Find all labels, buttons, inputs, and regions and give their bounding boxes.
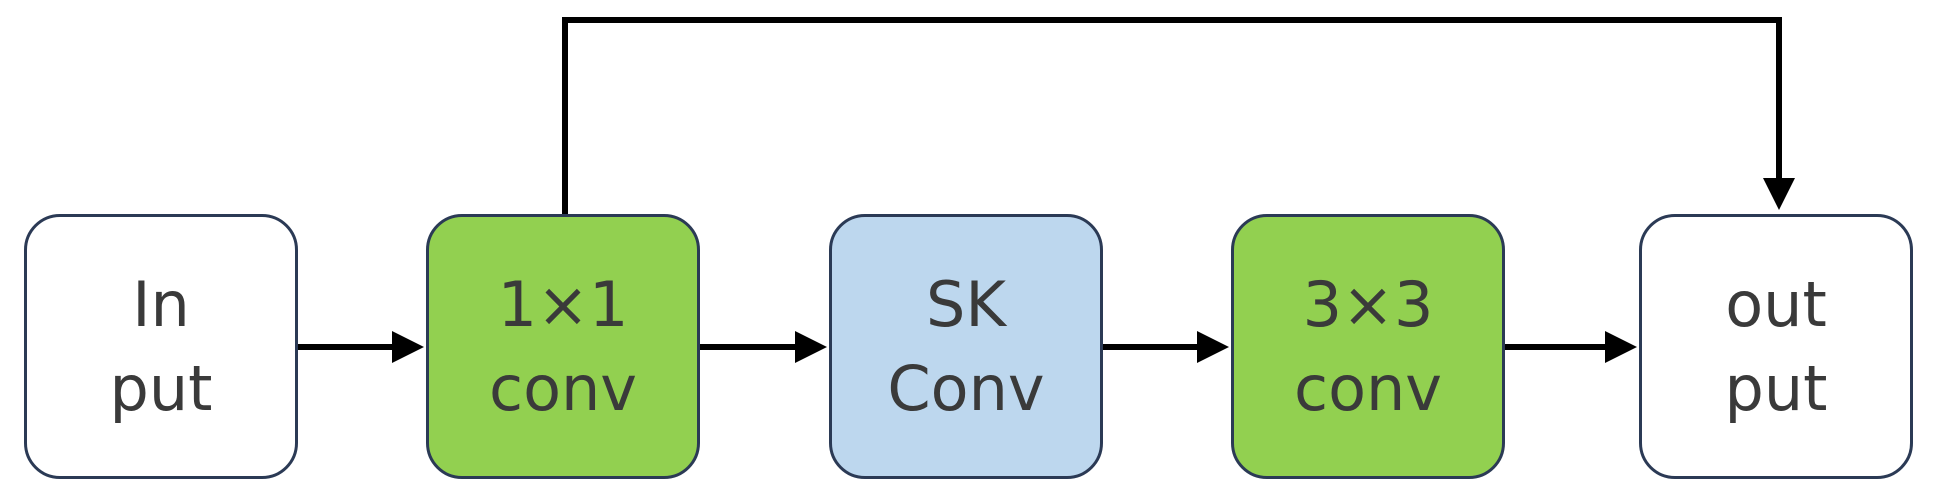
conv-1x1-label-line1: 1×1	[497, 267, 629, 341]
conv-3x3-block: 3×3 conv	[1231, 214, 1505, 479]
arrow-1x1-to-sk	[700, 331, 827, 363]
output-block: out put	[1639, 214, 1913, 479]
conv-1x1-label-line2: conv	[488, 351, 637, 425]
conv-3x3-label-line1: 3×3	[1302, 267, 1434, 341]
output-block-label-line2: put	[1724, 351, 1828, 425]
arrow-input-to-1x1	[298, 331, 424, 363]
input-block: In put	[24, 214, 298, 479]
conv-1x1-block: 1×1 conv	[426, 214, 700, 479]
conv-3x3-label-line2: conv	[1293, 351, 1442, 425]
skip-connection-arrow	[562, 17, 1795, 214]
sk-conv-label-line2: Conv	[887, 351, 1045, 425]
arrow-sk-to-3x3	[1103, 331, 1229, 363]
sk-conv-label-line1: SK	[925, 267, 1006, 341]
sk-conv-block: SK Conv	[829, 214, 1103, 479]
input-block-label-line1: In	[132, 267, 190, 341]
input-block-label-line2: put	[109, 351, 213, 425]
arrow-3x3-to-output	[1505, 331, 1637, 363]
output-block-label-line1: out	[1725, 267, 1827, 341]
